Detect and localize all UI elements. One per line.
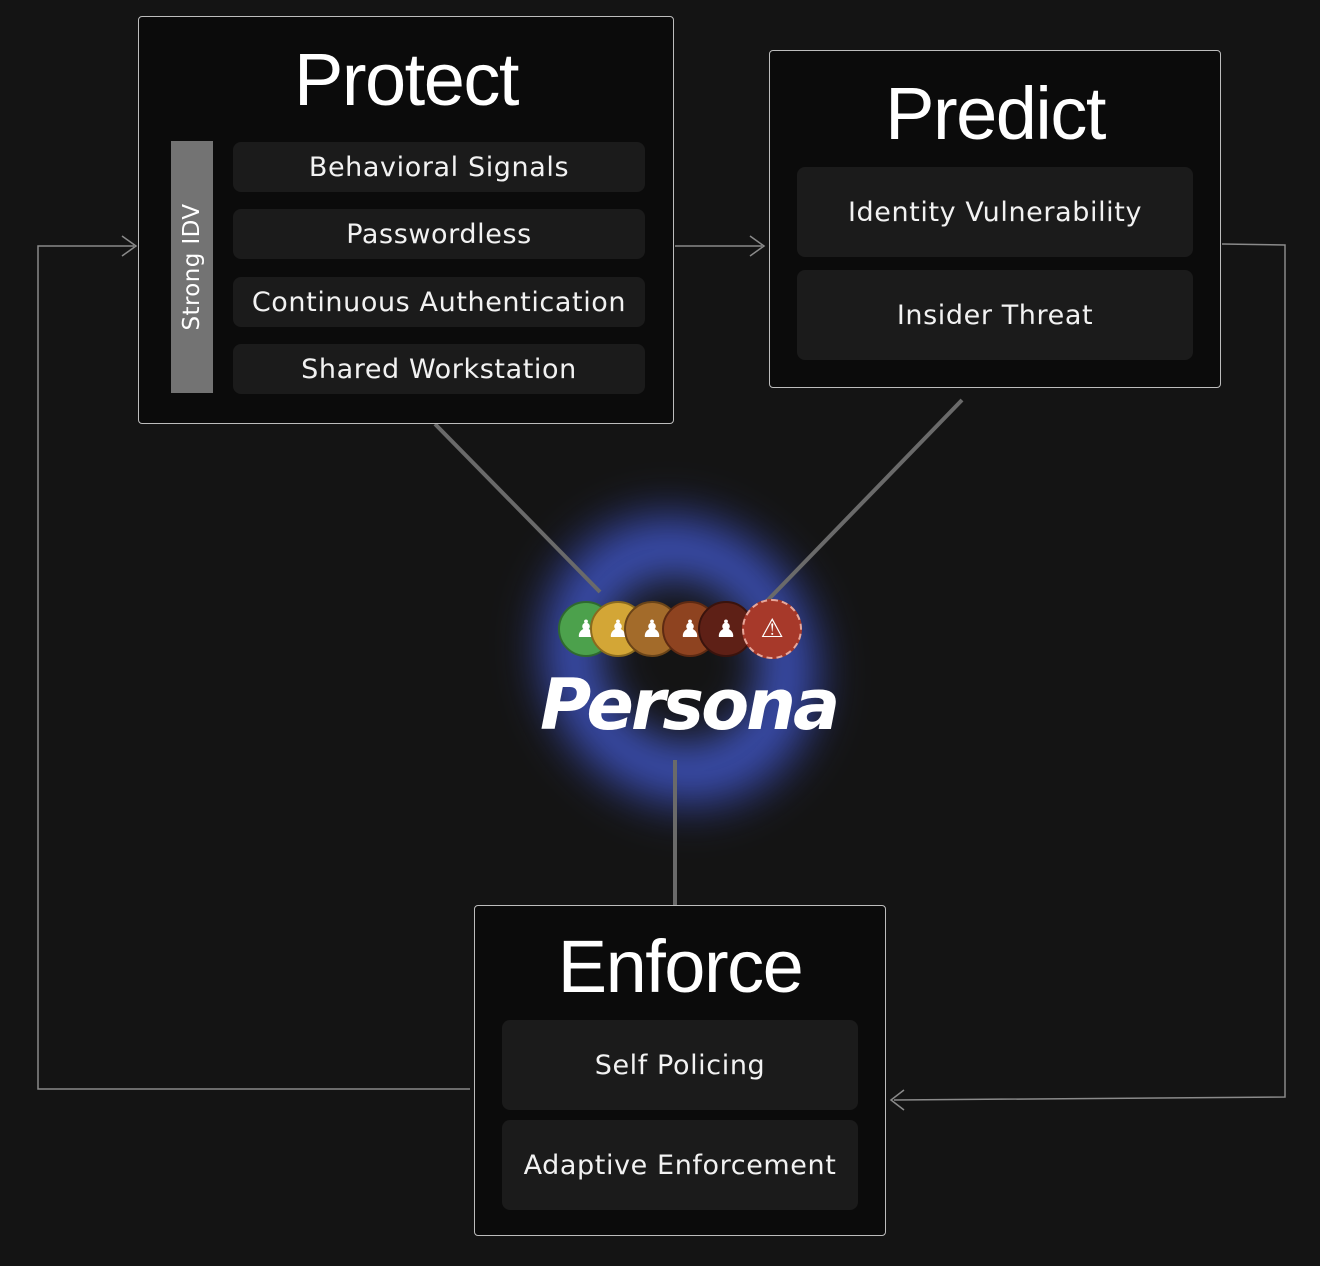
enforce-title: Enforce <box>557 925 804 1008</box>
predict-item-identity-vulnerability[interactable]: Identity Vulnerability <box>797 167 1193 257</box>
enforce-panel: Enforce Self Policing Adaptive Enforceme… <box>474 905 886 1236</box>
arrow-head-icon <box>749 235 766 257</box>
flow-line-enforce-to-protect <box>37 245 470 1090</box>
protect-item-passwordless[interactable]: Passwordless <box>233 209 645 259</box>
enforce-item-adaptive-enforcement[interactable]: Adaptive Enforcement <box>502 1120 858 1210</box>
enforce-item-self-policing[interactable]: Self Policing <box>502 1020 858 1110</box>
protect-item-behavioral-signals[interactable]: Behavioral Signals <box>233 142 645 192</box>
predict-title: Predict <box>885 72 1106 155</box>
arrow-head-icon <box>889 1089 905 1111</box>
predict-item-insider-threat[interactable]: Insider Threat <box>797 270 1193 360</box>
spoke-predict <box>763 398 964 605</box>
risk-avatar-stack: ♟ ♟ ♟ ♟ ♟ ⚠ <box>558 599 804 663</box>
strong-idv-label: Strong IDV <box>179 203 205 331</box>
warning-icon: ⚠ <box>742 599 802 659</box>
protect-title: Protect <box>294 38 519 121</box>
protect-item-continuous-authentication[interactable]: Continuous Authentication <box>233 277 645 327</box>
protect-item-shared-workstation[interactable]: Shared Workstation <box>233 344 645 394</box>
predict-panel: Predict Identity Vulnerability Insider T… <box>769 50 1221 388</box>
spoke-protect <box>433 422 602 594</box>
protect-panel: Protect Strong IDV Behavioral Signals Pa… <box>138 16 674 424</box>
flow-line-predict-to-enforce <box>893 243 1286 1101</box>
persona-logo: Persona <box>540 664 840 746</box>
arrow-head-icon <box>121 235 138 257</box>
strong-idv-bar: Strong IDV <box>171 141 213 393</box>
